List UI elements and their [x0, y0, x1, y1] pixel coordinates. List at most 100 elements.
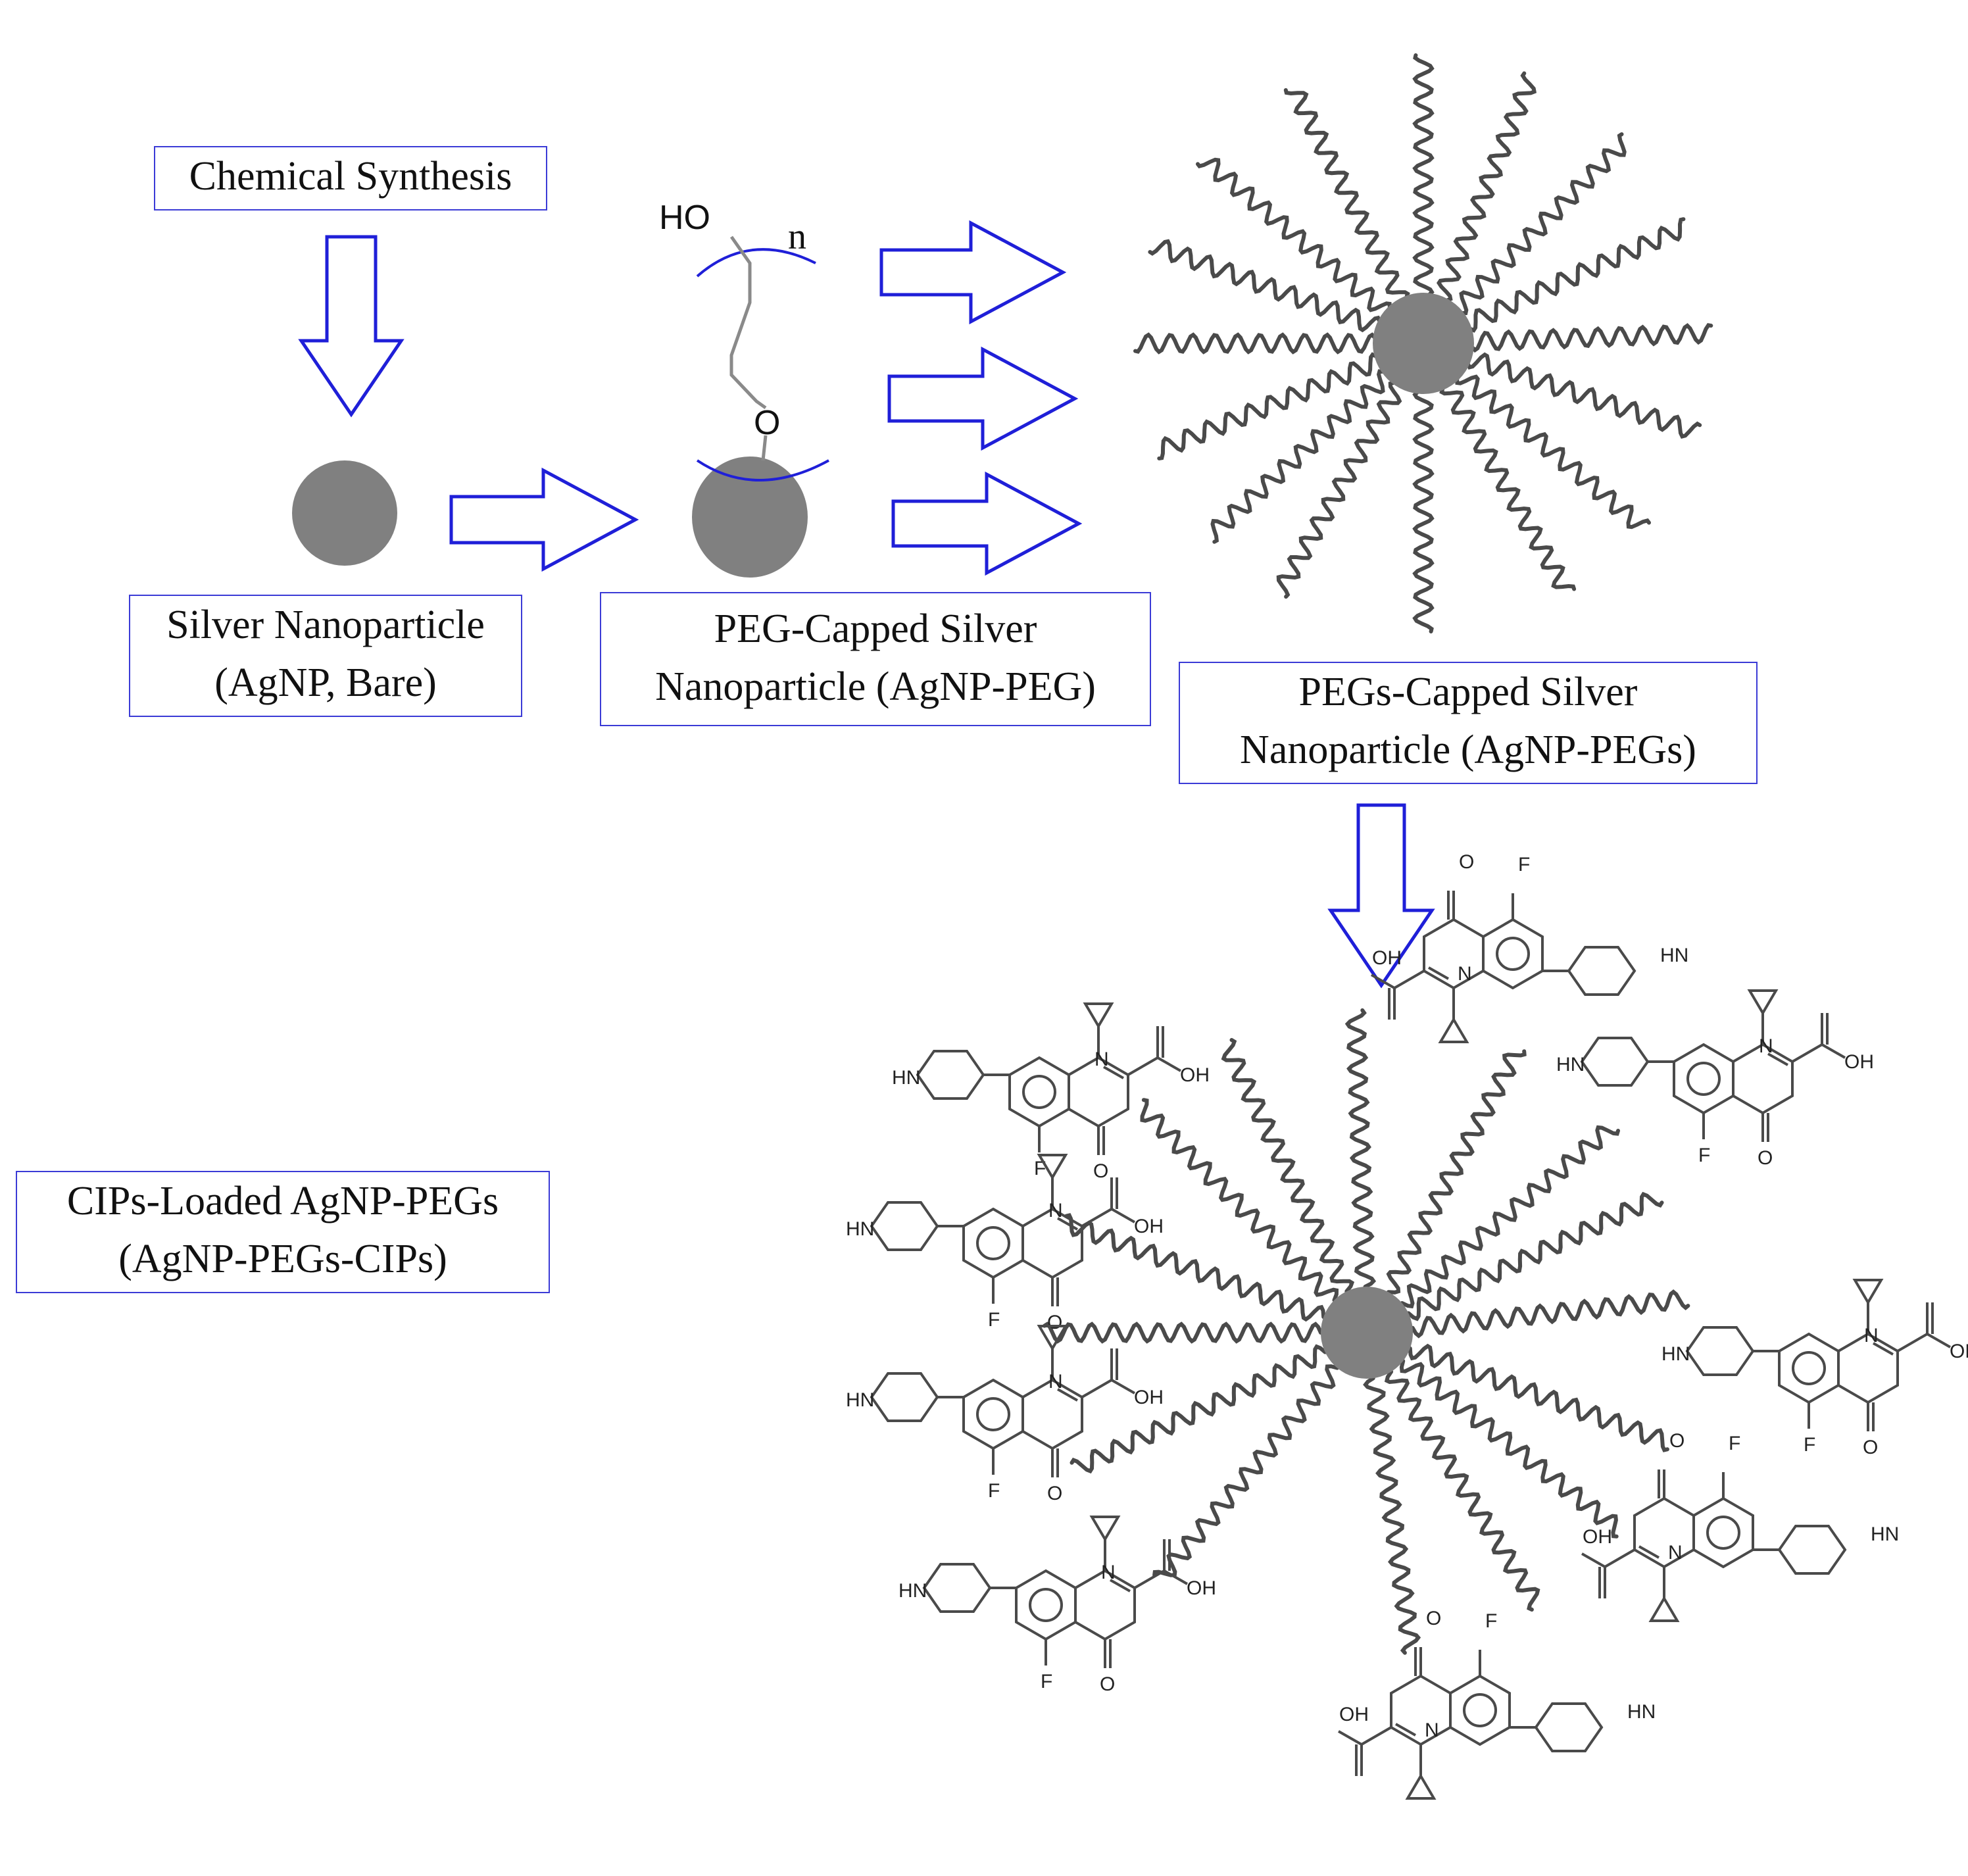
- peg-chain: [1386, 1049, 1527, 1295]
- cip-fluorine-label: F: [1518, 854, 1530, 876]
- hydroxyl-label: HO: [659, 199, 710, 237]
- cip-skeleton: [1581, 1468, 1846, 1622]
- cip-molecule: N F HN O OH: [1581, 1430, 1899, 1622]
- cips-loaded-label: CIPs-Loaded AgNP-PEGs (AgNP-PEGs-CIPs): [16, 1171, 550, 1293]
- peg-chain: [1406, 1191, 1664, 1321]
- cip-nitrogen-label: N: [1668, 1542, 1683, 1564]
- peg-chain: [1412, 387, 1435, 633]
- cip-oxo-label: O: [1863, 1437, 1878, 1458]
- peg-chain: [1400, 1125, 1620, 1309]
- cip-nitrogen-label: N: [1425, 1719, 1439, 1741]
- cip-molecules: NFHNOOHNFHNOOHNFHNOOHNFHNOOHNFHNOOHNFHNO…: [846, 851, 1968, 1800]
- peg-chain: [1344, 1008, 1377, 1289]
- peg-chain: [1152, 1364, 1339, 1577]
- cip-fluorine-label: F: [1041, 1671, 1052, 1692]
- cip-skeleton: [1581, 989, 1846, 1143]
- cip-skeleton: [1337, 1646, 1603, 1800]
- cip-oxo-label: O: [1459, 851, 1474, 873]
- peg-capped-line2: Nanoparticle (AgNP-PEG): [655, 664, 1096, 709]
- peg-chain: [1148, 239, 1383, 333]
- peg-chain: [1439, 381, 1577, 591]
- cip-acid-label: OH: [1180, 1064, 1210, 1086]
- cip-amine-label: HN: [1556, 1054, 1585, 1075]
- cip-molecule: N F HN O OH: [1661, 1279, 1968, 1458]
- cip-acid-label: OH: [1187, 1577, 1216, 1599]
- cip-oxo-label: O: [1047, 1312, 1062, 1333]
- cip-fluorine-label: F: [1698, 1145, 1710, 1166]
- block-arrow: [1327, 803, 1435, 989]
- peg-chain: [1467, 323, 1713, 353]
- block-arrow: [449, 467, 639, 572]
- cip-amine-label: HN: [1661, 1343, 1690, 1365]
- cip-amine-label: HN: [846, 1218, 874, 1240]
- peg-chain: [1064, 1213, 1326, 1322]
- cip-acid-label: OH: [1844, 1051, 1874, 1073]
- peg-chain: [1399, 1359, 1619, 1539]
- cip-amine-label: HN: [1871, 1523, 1899, 1545]
- silver-nanoparticle-bare: [292, 460, 397, 566]
- chemical-synthesis-label: Chemical Synthesis: [154, 146, 547, 210]
- cip-acid-label: OH: [1339, 1704, 1369, 1725]
- cip-acid-label: OH: [1583, 1526, 1612, 1548]
- cip-fluorine-label: F: [1729, 1433, 1740, 1454]
- peg-chain: [1283, 88, 1410, 305]
- cip-acid-label: OH: [1950, 1341, 1968, 1362]
- bare-nanoparticle-label: Silver Nanoparticle (AgNP, Bare): [129, 595, 522, 717]
- cip-fluorine-label: F: [1804, 1434, 1815, 1456]
- bare-label-line2: (AgNP, Bare): [214, 660, 437, 705]
- arrows: [298, 220, 1435, 989]
- cip-oxo-label: O: [1426, 1608, 1441, 1629]
- silver-nanoparticle-peg: [692, 457, 808, 578]
- peg-chain: [1276, 380, 1402, 599]
- cip-amine-label: HN: [846, 1389, 874, 1411]
- peg-backbone: [729, 235, 767, 410]
- cip-molecule: N F HN O OH: [1556, 989, 1874, 1169]
- cip-acid-label: OH: [1134, 1387, 1164, 1408]
- peg-chain: [1196, 157, 1392, 316]
- cip-acid-label: OH: [1372, 947, 1402, 969]
- cip-nitrogen-label: N: [1048, 1371, 1063, 1393]
- cip-acid-label: OH: [1134, 1216, 1164, 1237]
- cip-oxo-label: O: [1047, 1483, 1062, 1504]
- silver-nanoparticle-cips: [1321, 1287, 1413, 1379]
- cip-oxo-label: O: [1758, 1147, 1773, 1169]
- chemical-synthesis-text: Chemical Synthesis: [189, 154, 512, 199]
- cip-skeleton: [1686, 1279, 1952, 1433]
- cip-skeleton: [916, 1002, 1182, 1156]
- pegs-capped-label: PEGs-Capped Silver Nanoparticle (AgNP-PE…: [1179, 662, 1758, 784]
- block-arrow: [879, 220, 1067, 325]
- cip-oxo-label: O: [1100, 1673, 1115, 1695]
- bare-label-line1: Silver Nanoparticle: [166, 603, 485, 647]
- cip-fluorine-label: F: [1485, 1610, 1497, 1632]
- block-arrow: [298, 235, 405, 418]
- peg-chain: [1210, 369, 1391, 544]
- peg-capped-line1: PEG-Capped Silver: [714, 606, 1037, 651]
- cip-nitrogen-label: N: [1864, 1325, 1879, 1346]
- cip-oxo-label: O: [1669, 1430, 1685, 1452]
- peg-chain: [1221, 1038, 1355, 1294]
- peg-chain: [1363, 1376, 1421, 1655]
- peg-chain: [1454, 132, 1627, 316]
- peg-chain: [1436, 71, 1537, 303]
- peg-chain: [1465, 352, 1702, 439]
- repeat-unit-label: n: [788, 216, 806, 257]
- cip-fluorine-label: F: [988, 1309, 1000, 1331]
- silver-nanoparticle-pegs: [1373, 293, 1474, 394]
- peg-chain: [1157, 352, 1383, 460]
- cips-loaded-line2: (AgNP-PEGs-CIPs): [118, 1237, 447, 1281]
- pegs-capped-line1: PEGs-Capped Silver: [1298, 670, 1638, 714]
- peg-chain: [1384, 1370, 1540, 1612]
- peg-chain: [1412, 53, 1435, 299]
- peg-chain: [1463, 217, 1686, 333]
- cip-amine-label: HN: [898, 1580, 927, 1602]
- cip-nitrogen-label: N: [1759, 1035, 1773, 1057]
- peg-chain: [1408, 1343, 1669, 1452]
- cip-fluorine-label: F: [988, 1480, 1000, 1502]
- peg-chain: [1043, 1321, 1323, 1344]
